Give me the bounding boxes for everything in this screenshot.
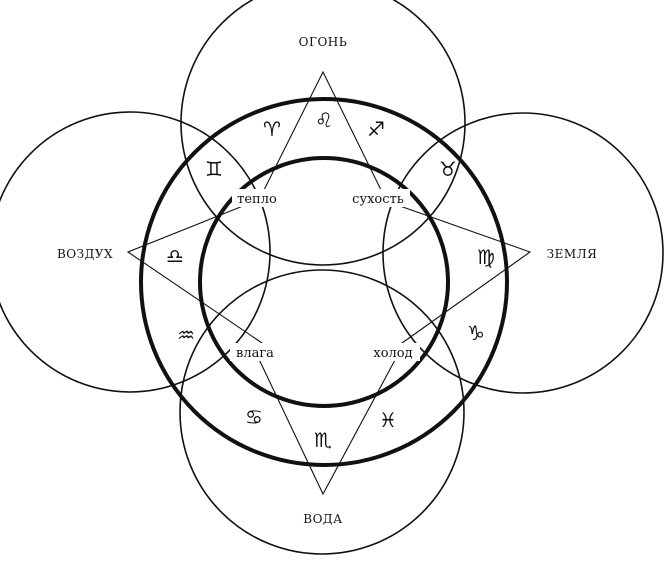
- earth-triangle: [382, 199, 532, 349]
- water-circle: [179, 269, 465, 555]
- scorpio-sign: ♏: [314, 428, 332, 452]
- outer-thick-circle: [139, 97, 509, 467]
- element-fire-label: ОГОНЬ: [299, 35, 348, 49]
- cancer-sign: ♋: [245, 405, 263, 429]
- sagittarius-sign: ♐: [367, 117, 385, 141]
- virgo-sign: ♍: [477, 245, 495, 269]
- inner-thick-circle: [198, 156, 450, 408]
- air-triangle: [126, 199, 263, 344]
- quality-cold: холод: [373, 346, 412, 361]
- capricorn-sign: ♑: [467, 321, 485, 345]
- water-triangle: [256, 354, 396, 496]
- quality-dryness: сухость: [352, 192, 404, 207]
- taurus-sign: ♉: [439, 157, 457, 181]
- earth-circle: [382, 112, 664, 394]
- fire-triangle: [261, 70, 384, 195]
- aries-sign: ♈: [263, 117, 281, 141]
- gemini-sign: ♊: [205, 157, 223, 181]
- quality-moisture: влага: [236, 346, 274, 361]
- air-circle: [0, 111, 271, 393]
- fire-circle: [180, 0, 466, 266]
- libra-sign: ♎: [166, 244, 184, 268]
- leo-sign: ♌: [315, 108, 333, 132]
- quality-heat: тепло: [237, 192, 277, 207]
- element-air-label: ВОЗДУХ: [57, 247, 113, 261]
- aquarius-sign: ♒: [177, 323, 195, 347]
- element-earth-label: ЗЕМЛЯ: [547, 247, 598, 261]
- element-water-label: ВОДА: [303, 512, 343, 526]
- pisces-sign: ♓: [379, 408, 397, 432]
